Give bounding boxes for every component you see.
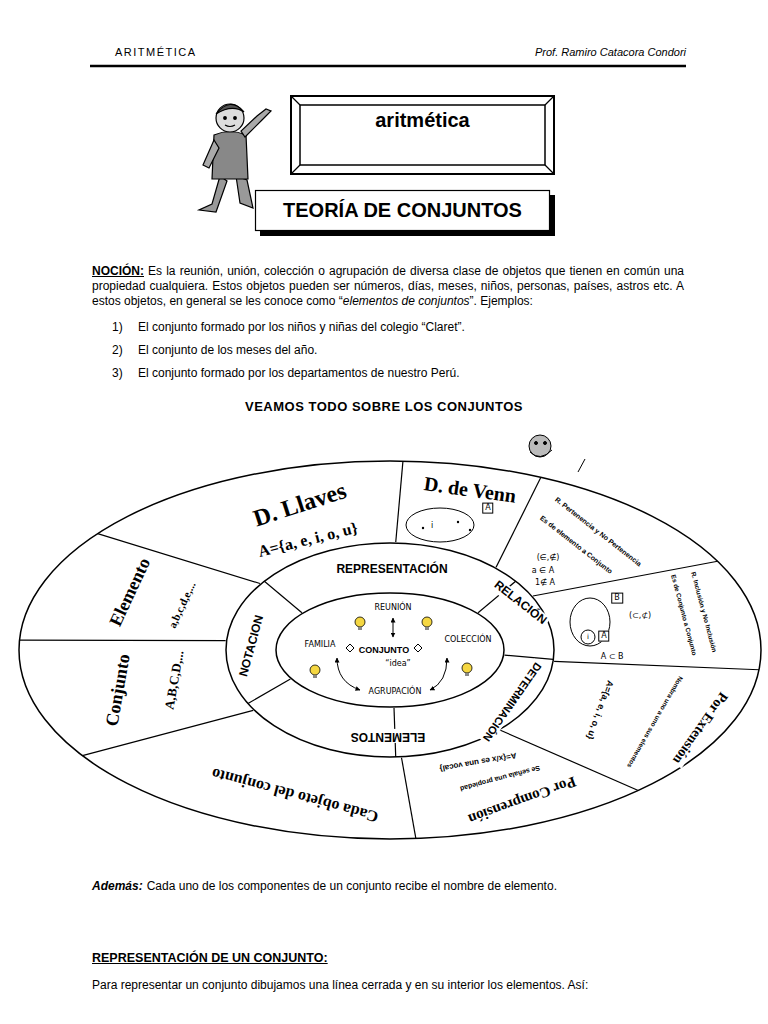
node-label: a ∈ A	[530, 566, 556, 575]
curved-arrow	[430, 658, 447, 690]
venn-dot	[469, 529, 471, 531]
header-rule	[90, 65, 686, 68]
text-label: El conjunto formado por los niños y niña…	[138, 320, 465, 335]
node-label: REPRESENTACIÓN	[334, 563, 449, 577]
light-bulb	[310, 665, 320, 675]
paragraph-text: Además:	[92, 879, 143, 893]
text-label: 3)	[112, 366, 123, 381]
node-label: A ⊂ B	[599, 652, 626, 661]
diamond-mark	[414, 644, 422, 652]
text-label: 1)	[112, 320, 123, 335]
node-label: (⊂,⊄)	[627, 611, 653, 620]
node-label: FAMILIA	[303, 640, 338, 649]
bevel-line	[291, 165, 300, 174]
text-label: Para representar un conjunto dibujamos u…	[92, 978, 588, 993]
node-label: ELEMENTOS	[349, 729, 427, 743]
bulb-base	[313, 675, 317, 678]
light-bulb	[355, 617, 365, 627]
outer-frame	[291, 96, 554, 174]
text-label: El conjunto de los meses del año.	[138, 343, 317, 358]
bulb-base	[425, 627, 429, 630]
divider-line	[505, 655, 554, 659]
divider-line	[402, 758, 416, 839]
paragraph-text: NOCIÓN:	[92, 264, 144, 278]
text-label: VEAMOS TODO SOBRE LOS CONJUNTOS	[245, 399, 523, 414]
diamond-mark	[346, 644, 354, 652]
node-label: A	[598, 631, 609, 642]
text-label: Prof. Ramiro Catacora Condori	[535, 45, 686, 60]
paragraph-text: Cada uno de los componentes de un conjun…	[147, 879, 557, 893]
bevel-line	[545, 96, 554, 105]
venn-set-a	[581, 630, 595, 644]
node-label: 1∉ A	[533, 578, 557, 587]
node-label: “idea”	[383, 659, 412, 668]
node-label: REUNIÓN	[372, 603, 413, 612]
light-bulb	[462, 663, 472, 673]
paragraph: NOCIÓN:Es la reunión, unión, colección o…	[92, 264, 684, 309]
double-arrow	[393, 618, 394, 637]
node-label: i	[429, 521, 435, 530]
outer-ellipse	[19, 461, 761, 839]
divider-line	[98, 534, 260, 584]
node-label: TEORÍA DE CONJUNTOS	[283, 199, 522, 222]
curved-arrow	[337, 658, 360, 690]
title-box: TEORÍA DE CONJUNTOS	[255, 190, 555, 236]
node-label: aritmética	[375, 109, 470, 132]
corner-doodle	[529, 435, 585, 472]
text-label: El conjunto formado por los departamento…	[138, 366, 460, 381]
divider-line	[264, 581, 302, 612]
venn-dot	[457, 521, 459, 523]
box-face	[256, 191, 550, 231]
node-label: B	[611, 593, 623, 604]
inner-ellipse	[276, 593, 504, 707]
bulb-base	[465, 673, 469, 676]
text-label: ARITMÉTICA	[115, 45, 197, 60]
node-label: CONJUNTO	[357, 645, 411, 655]
venn-dot	[422, 527, 424, 529]
text-label: 2)	[112, 343, 123, 358]
paragraph-text: ”. Ejemplos:	[470, 294, 533, 308]
bulb-base	[358, 627, 362, 630]
node-label: DETERMINACIÓN	[479, 659, 545, 746]
node-label: (∈,∉)	[535, 553, 562, 562]
node-label: i	[585, 633, 591, 641]
venn-ellipse	[406, 508, 474, 542]
node-label: A	[482, 503, 493, 514]
text-label: REPRESENTACIÓN DE UN CONJUNTO:	[92, 951, 328, 966]
divider-line	[396, 461, 403, 542]
divider-line	[20, 640, 226, 642]
outer-wheel: D. LlavesA={a, e, i, o, u}D. de VenniAR.…	[18, 460, 762, 840]
bevel-line	[291, 96, 300, 105]
node-label: NOTACION	[237, 612, 268, 680]
node-label: AGRUPACIÓN	[367, 687, 424, 696]
divider-line	[533, 561, 718, 596]
divider-line	[248, 679, 290, 704]
title-frame: aritmética	[290, 95, 555, 175]
node-outline	[290, 95, 555, 175]
middle-ellipse	[226, 543, 554, 757]
divider-line	[554, 661, 759, 669]
paragraph: Además: Cada uno de los componentes de un…	[92, 879, 692, 894]
venn-set-b	[570, 598, 610, 646]
paragraph-text: elementos de conjuntos	[343, 294, 470, 308]
light-bulb	[422, 617, 432, 627]
middle-ring: REPRESENTACIÓNRELACIÓNDETERMINACIÓNELEME…	[225, 542, 555, 758]
inner-frame	[300, 105, 545, 165]
bevel-line	[545, 165, 554, 174]
node-label: COLECCIÓN	[442, 635, 493, 644]
center-ellipse: REUNIÓN FAMILIA CONJUNTO COLECCIÓN “idea” AGR…	[275, 592, 505, 708]
